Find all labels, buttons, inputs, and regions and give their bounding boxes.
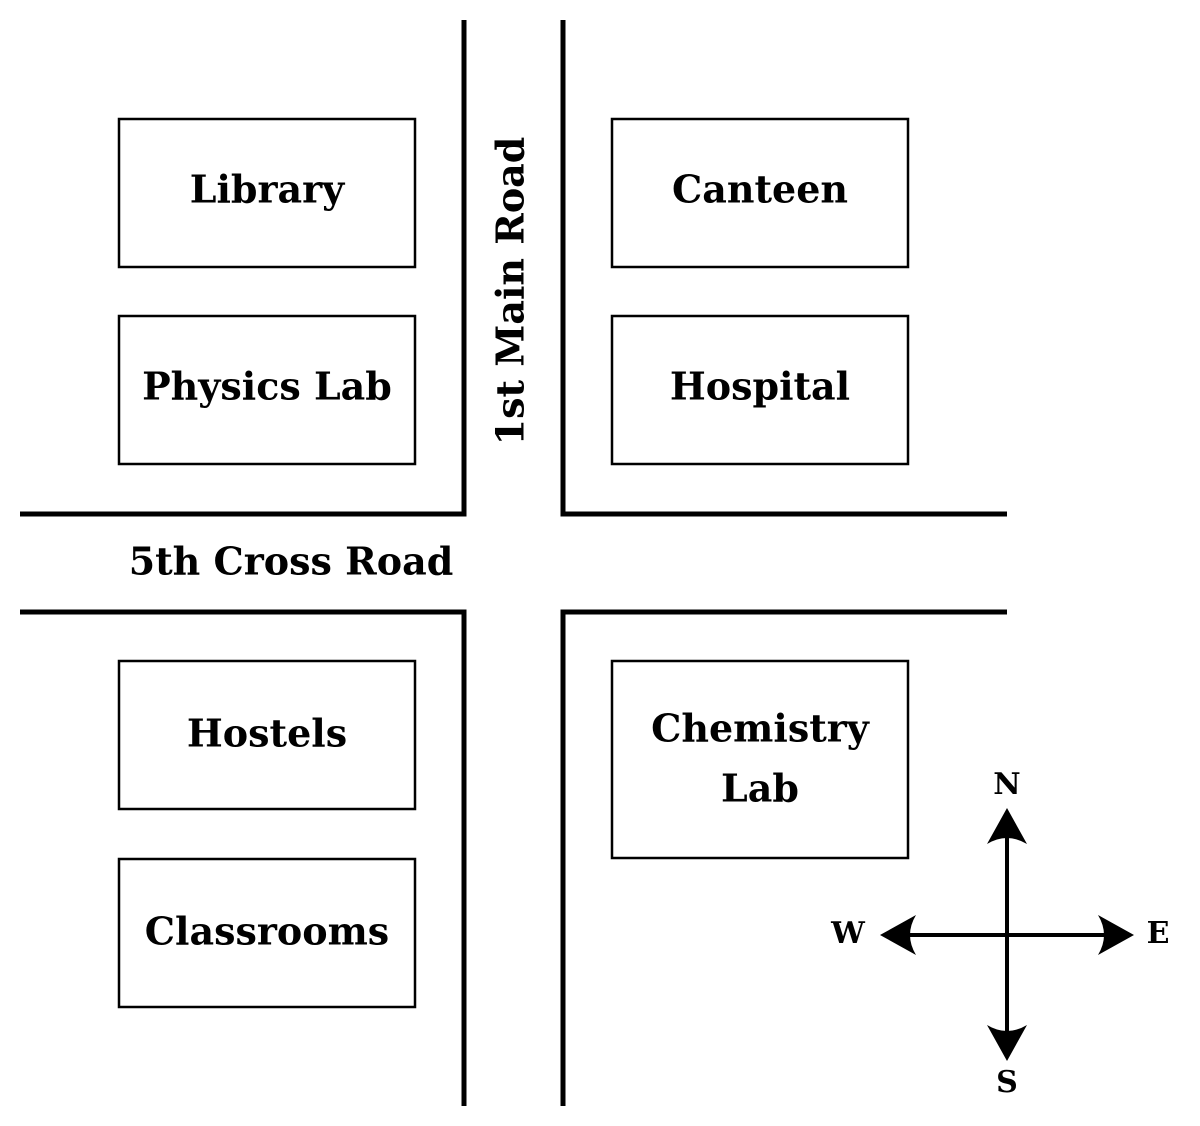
building-canteen: Canteen	[610, 117, 910, 269]
compass-east-label: E	[1147, 916, 1170, 951]
cross-road-label: 5th Cross Road	[129, 539, 454, 584]
library-label: Library	[190, 167, 345, 212]
road-edge-top-left	[20, 20, 467, 517]
canteen-label: Canteen	[672, 167, 848, 212]
road-edge-bottom-left	[20, 609, 467, 1106]
road-edges	[20, 20, 1007, 1106]
classrooms-label: Classrooms	[145, 909, 389, 954]
hostels-label: Hostels	[187, 711, 347, 756]
building-physics-lab: Physics Lab	[117, 314, 417, 466]
building-chemistry-lab: Chemistry Lab	[610, 659, 910, 860]
chemistry-lab-label-line2: Lab	[721, 766, 799, 811]
building-hospital: Hospital	[610, 314, 910, 466]
main-road-label: 1st Main Road	[488, 137, 533, 446]
road-edge-top-right	[560, 20, 1007, 517]
building-classrooms: Classrooms	[117, 857, 417, 1009]
compass-rose: N S E W	[830, 767, 1169, 1100]
compass-south-label: S	[996, 1065, 1018, 1100]
physics-lab-label: Physics Lab	[142, 364, 392, 409]
hospital-label: Hospital	[670, 364, 850, 409]
building-hostels: Hostels	[117, 659, 417, 811]
compass-west-label: W	[830, 916, 866, 951]
building-library: Library	[117, 117, 417, 269]
chemistry-lab-label-line1: Chemistry	[651, 706, 870, 751]
road-edge-bottom-right	[560, 609, 1007, 1106]
compass-north-label: N	[993, 767, 1020, 802]
